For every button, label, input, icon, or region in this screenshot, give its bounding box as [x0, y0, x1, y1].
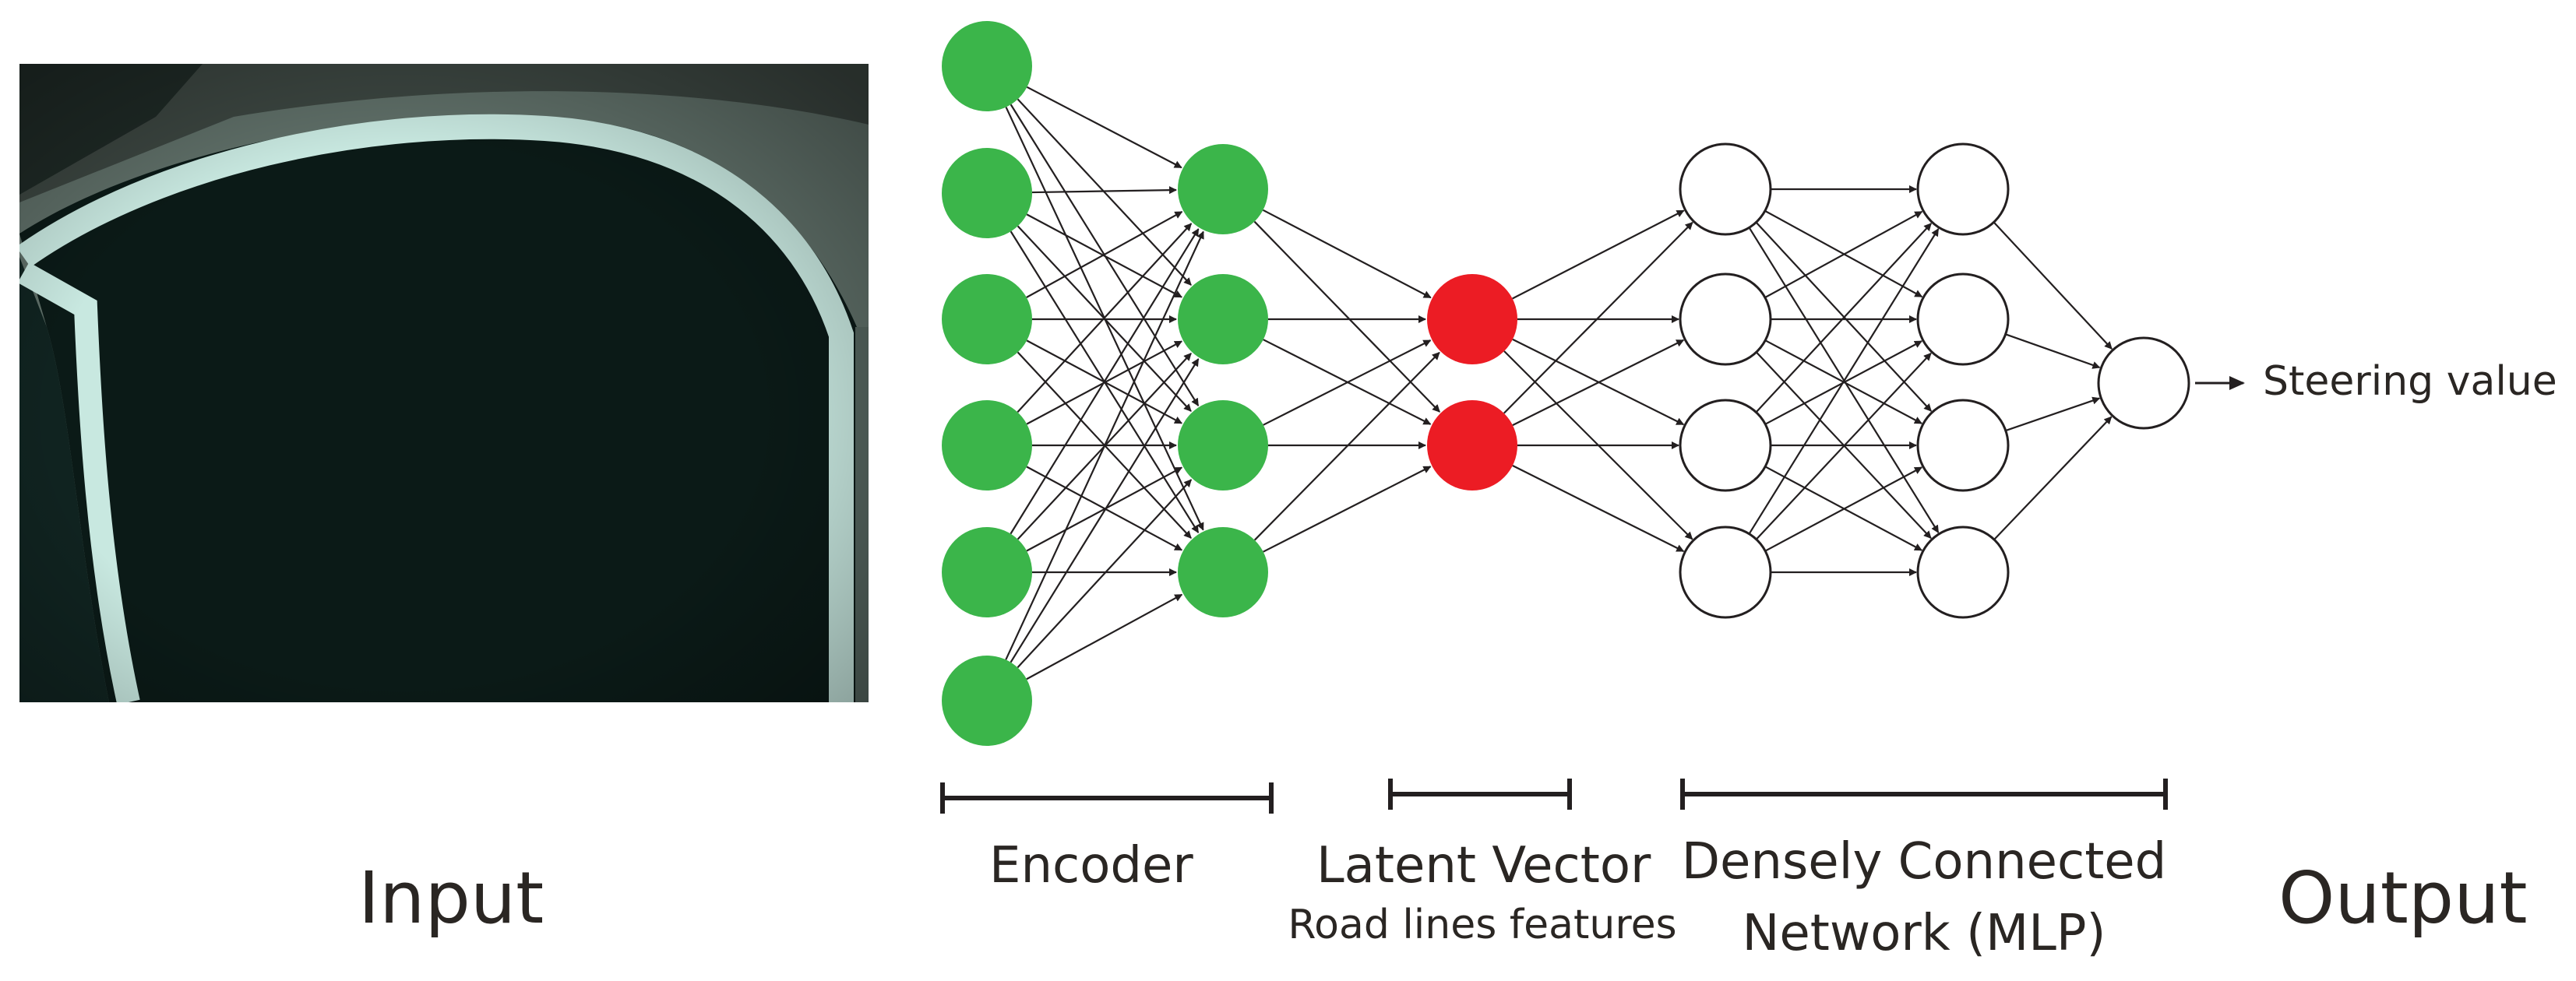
connection-arrow	[1512, 339, 1685, 427]
encoder-hidden-node	[1178, 400, 1268, 490]
input-label: Input	[358, 856, 544, 940]
connection-arrow	[2005, 396, 2101, 432]
connection-arrow	[1263, 466, 1432, 553]
connection-arrow	[1026, 593, 1183, 680]
mlp-hidden1-node	[1679, 399, 1772, 492]
connection-arrow	[1010, 358, 1200, 663]
connection-arrow	[1512, 209, 1685, 300]
mlp-hidden1-node	[1679, 142, 1772, 236]
connection-arrow	[1026, 210, 1183, 298]
mlp-hidden2-node	[1916, 526, 2010, 619]
connections	[1005, 86, 2113, 680]
mlp-hidden2-node	[1916, 272, 2010, 366]
encoder-input-node	[942, 400, 1032, 490]
latent-node	[1427, 274, 1517, 364]
mlp-bracket	[1680, 779, 2168, 810]
connection-arrow	[2005, 333, 2101, 369]
encoder-input-node	[942, 148, 1032, 238]
mlp-hidden1-node	[1679, 272, 1772, 366]
connection-arrow	[1993, 416, 2113, 540]
encoder-hidden-node	[1178, 144, 1268, 234]
encoder-input-node	[942, 527, 1032, 617]
connection-arrow	[1017, 223, 1193, 413]
road-camera-image	[19, 64, 869, 702]
steering-value-label: Steering value	[2263, 358, 2557, 405]
mlp-hidden2-node	[1916, 142, 2010, 236]
connection-arrow	[1005, 230, 1204, 660]
latent-node	[1427, 400, 1517, 490]
connection-arrow	[1026, 213, 1182, 298]
connection-arrow	[1026, 466, 1183, 552]
encoder-label: Encoder	[989, 837, 1193, 895]
mlp-label-line1: Densely Connected	[1681, 833, 2167, 891]
connection-arrow	[1748, 228, 1940, 535]
connection-arrow	[1253, 220, 1440, 413]
encoder-hidden-node	[1178, 527, 1268, 617]
connection-arrow	[1764, 210, 1923, 299]
output-label: Output	[2278, 856, 2528, 940]
connection-arrow	[1755, 223, 1933, 413]
connection-arrow	[1993, 221, 2113, 350]
encoder-input-node	[942, 21, 1032, 111]
mlp-hidden2-node	[1916, 399, 2010, 492]
mlp-hidden1-node	[1679, 526, 1772, 619]
connection-arrow	[1512, 465, 1685, 553]
connection-arrow	[1764, 466, 1922, 552]
connection-arrow	[1017, 479, 1193, 669]
mlp-label-line2: Network (MLP)	[1742, 905, 2106, 962]
output-node	[2097, 336, 2190, 430]
latent-vector-title: Latent Vector	[1316, 837, 1651, 895]
connection-arrow	[1262, 209, 1432, 299]
connection-arrow	[1031, 186, 1178, 195]
encoder-bracket	[940, 782, 1274, 814]
connection-arrow	[1026, 86, 1182, 169]
neurons	[942, 21, 2190, 746]
latent-vector-subtitle: Road lines features	[1288, 902, 1677, 948]
encoder-input-node	[942, 656, 1032, 746]
encoder-input-node	[942, 274, 1032, 364]
encoder-hidden-node	[1178, 274, 1268, 364]
connection-arrow	[1755, 352, 1932, 540]
latent-bracket	[1388, 779, 1572, 810]
connection-arrow	[1010, 228, 1200, 535]
connection-arrow	[1503, 221, 1693, 414]
connection-arrow	[1263, 339, 1432, 426]
connection-arrow	[1253, 351, 1440, 541]
